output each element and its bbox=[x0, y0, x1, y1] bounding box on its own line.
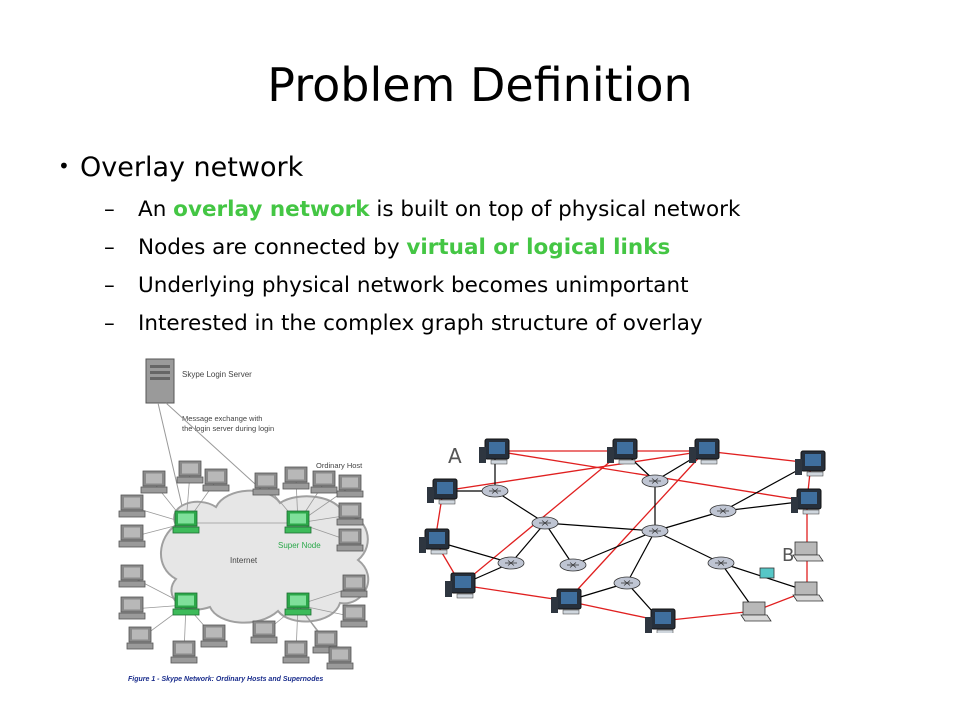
physical-link bbox=[544, 522, 656, 532]
ordinary-host-icon bbox=[252, 472, 280, 496]
physical-link bbox=[654, 530, 722, 564]
dash: – bbox=[104, 197, 115, 222]
label-a: A bbox=[448, 444, 462, 468]
router-icon bbox=[709, 504, 737, 518]
page-title: Problem Definition bbox=[267, 58, 693, 112]
ordinary-host-label: Ordinary Host bbox=[316, 461, 363, 470]
desktop-computer-icon bbox=[645, 608, 676, 633]
router-icon bbox=[531, 516, 559, 530]
ordinary-host-icon bbox=[118, 494, 146, 518]
sub-text: Interested in the complex graph structur… bbox=[138, 311, 703, 336]
bullet-text: Overlay network bbox=[80, 152, 304, 183]
dash: – bbox=[104, 311, 115, 336]
ordinary-host-icon bbox=[282, 640, 310, 664]
label-b: B bbox=[782, 545, 794, 566]
access-point-icon bbox=[759, 567, 775, 579]
desktop-computer-icon bbox=[795, 450, 826, 477]
physical-link bbox=[626, 530, 656, 584]
ordinary-host-icon bbox=[140, 470, 168, 494]
ordinary-host-icon bbox=[118, 596, 146, 620]
highlight-text: overlay network bbox=[173, 197, 370, 222]
physical-link bbox=[572, 530, 656, 566]
sub-item-1: –An overlay network is built on top of p… bbox=[104, 197, 740, 222]
router-icon bbox=[707, 556, 735, 570]
overlay-link bbox=[704, 450, 812, 464]
sub-text: is built on top of physical network bbox=[369, 197, 741, 222]
router-icon bbox=[613, 576, 641, 590]
desktop-computer-icon bbox=[689, 438, 720, 465]
ordinary-host-icon bbox=[126, 626, 154, 650]
router-icon bbox=[641, 474, 669, 488]
server-label: Skype Login Server bbox=[182, 370, 252, 379]
ordinary-host-icon bbox=[170, 640, 198, 664]
message-label-2: the login server during login bbox=[182, 424, 274, 433]
physical-link bbox=[510, 522, 546, 564]
laptop-icon bbox=[740, 601, 772, 622]
ordinary-host-icon bbox=[336, 474, 364, 498]
figure-caption: Figure 1 - Skype Network: Ordinary Hosts… bbox=[128, 676, 323, 683]
physical-link bbox=[544, 522, 574, 566]
super-node-icon bbox=[284, 592, 312, 616]
sub-text: Underlying physical network becomes unim… bbox=[138, 273, 689, 298]
physical-link bbox=[494, 490, 546, 524]
overlay-link bbox=[660, 610, 756, 622]
ordinary-host-icon bbox=[250, 620, 278, 644]
ordinary-host-icon bbox=[282, 466, 310, 490]
ordinary-host-icon bbox=[336, 528, 364, 552]
ordinary-host-icon bbox=[340, 574, 368, 598]
overlay-link bbox=[442, 450, 706, 492]
laptop-icon bbox=[792, 581, 824, 602]
ordinary-host-icon bbox=[340, 604, 368, 628]
router-icon bbox=[559, 558, 587, 572]
sub-text: Nodes are connected by bbox=[138, 235, 407, 260]
overlay-link bbox=[566, 450, 706, 602]
sub-item-2: –Nodes are connected by virtual or logic… bbox=[104, 235, 670, 260]
bullet-overlay-network: • Overlay network bbox=[58, 152, 303, 183]
ordinary-host-icon bbox=[118, 524, 146, 548]
desktop-computer-icon bbox=[479, 438, 510, 465]
skype-network-figure: Skype Login Server Message exchange with… bbox=[118, 358, 370, 683]
laptop-icon bbox=[792, 541, 824, 562]
internet-label: Internet bbox=[230, 556, 258, 565]
sub-item-3: –Underlying physical network becomes uni… bbox=[104, 273, 689, 298]
router-icon bbox=[481, 484, 509, 498]
desktop-computer-icon bbox=[427, 478, 458, 505]
dash: – bbox=[104, 235, 115, 260]
ordinary-host-icon bbox=[118, 564, 146, 588]
bullet-dot: • bbox=[58, 154, 70, 178]
overlay-link bbox=[460, 584, 568, 602]
desktop-computer-icon bbox=[607, 438, 638, 465]
ordinary-host-icon bbox=[200, 624, 228, 648]
ordinary-host-icon bbox=[310, 470, 338, 494]
dash: – bbox=[104, 273, 115, 298]
super-node-label: Super Node bbox=[278, 541, 321, 550]
router-icon bbox=[497, 556, 525, 570]
highlight-text: virtual or logical links bbox=[406, 235, 671, 260]
super-node-icon bbox=[172, 592, 200, 616]
router-icon bbox=[641, 524, 669, 538]
ordinary-host-icon bbox=[176, 460, 204, 484]
super-node-icon bbox=[284, 510, 312, 534]
ordinary-host-icon bbox=[202, 468, 230, 492]
ordinary-host-icon bbox=[326, 646, 354, 670]
super-node-icon bbox=[172, 510, 200, 534]
sub-item-4: –Interested in the complex graph structu… bbox=[104, 311, 703, 336]
message-label-1: Message exchange with bbox=[182, 414, 262, 423]
ordinary-host-icon bbox=[336, 502, 364, 526]
desktop-computer-icon bbox=[791, 488, 822, 515]
server-icon bbox=[145, 358, 175, 404]
sub-text: An bbox=[138, 197, 174, 222]
desktop-computer-icon bbox=[445, 572, 476, 599]
desktop-computer-icon bbox=[419, 528, 450, 555]
overlay-network-figure: A B bbox=[419, 438, 826, 633]
desktop-computer-icon bbox=[551, 588, 582, 615]
